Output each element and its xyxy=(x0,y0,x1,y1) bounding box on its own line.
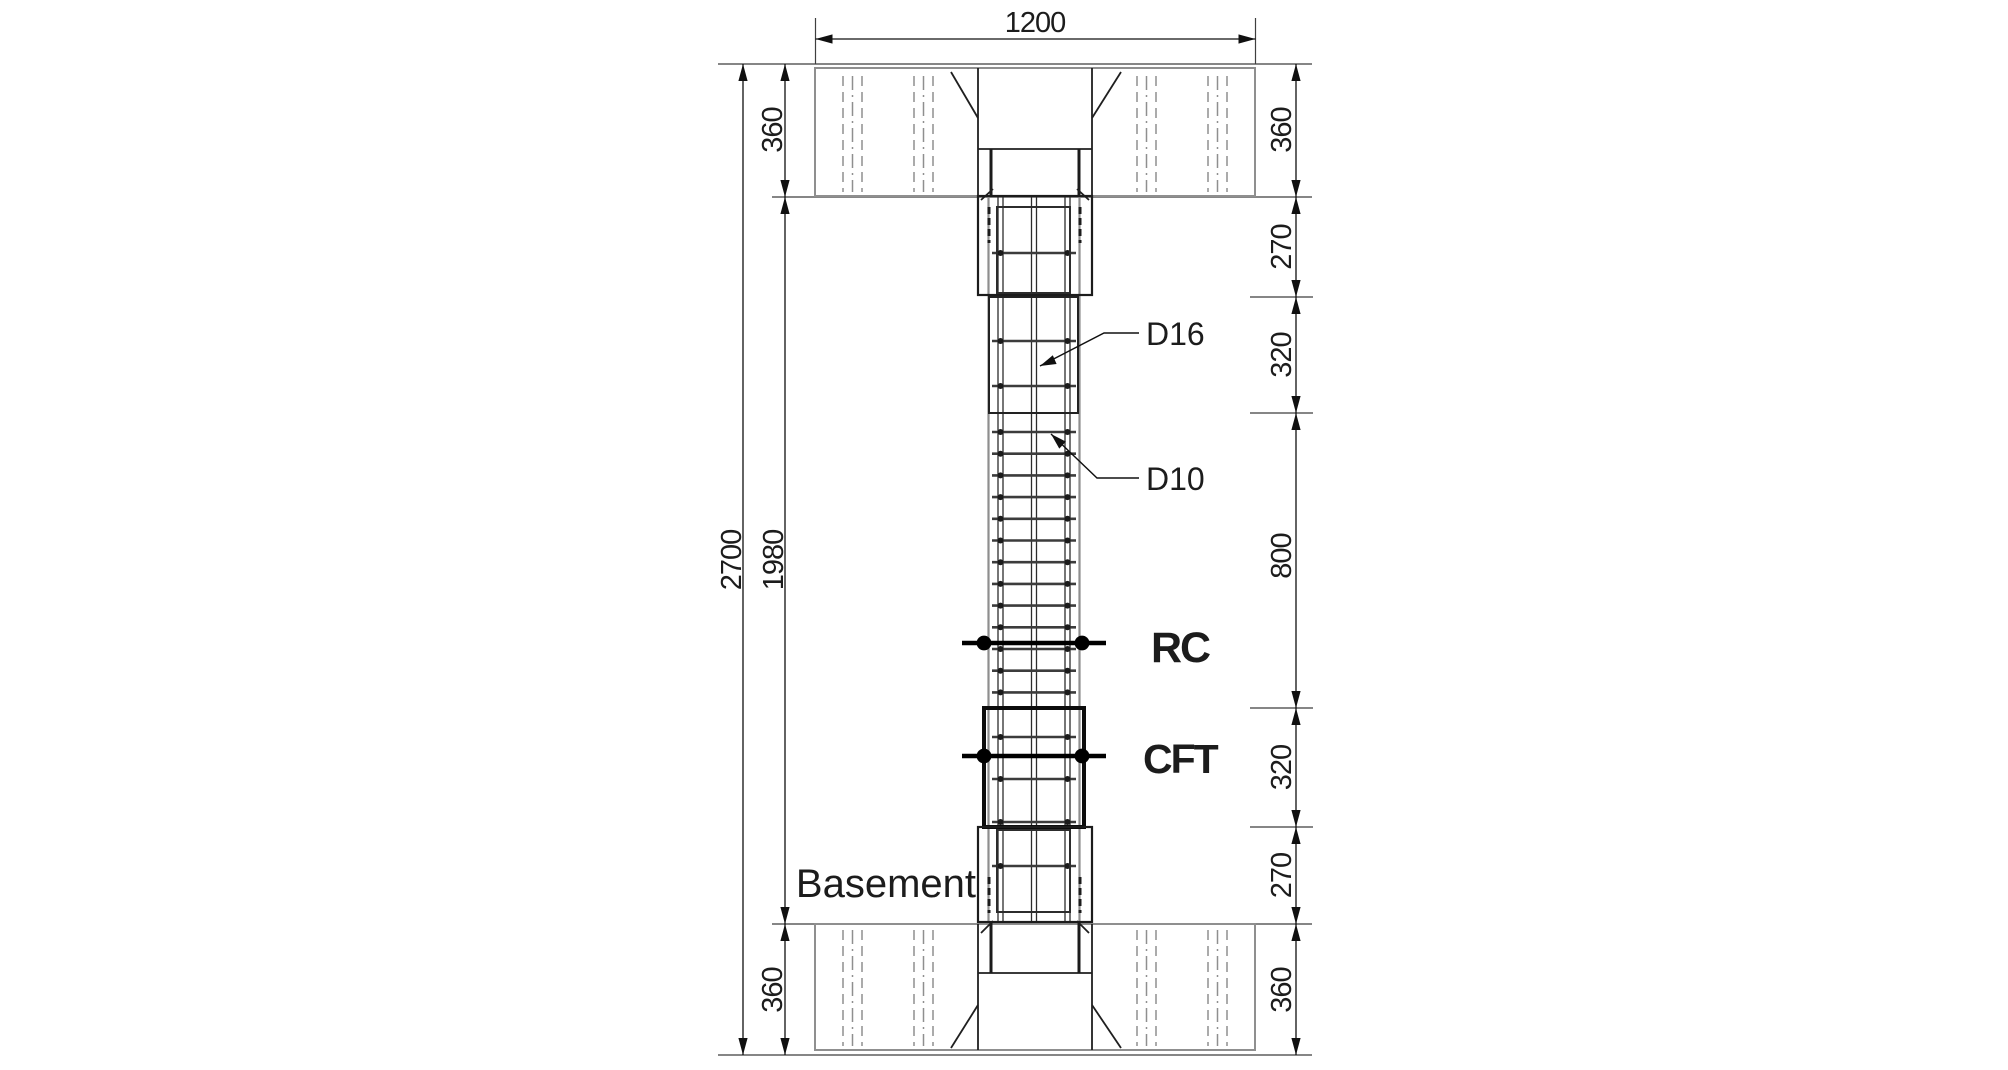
top-collar xyxy=(976,194,1094,297)
hoop-end-dot xyxy=(997,689,1004,696)
steel-tube-cft-segment xyxy=(982,706,1086,829)
dimension-overall-height: 2700 xyxy=(716,64,748,1055)
column xyxy=(976,194,1094,924)
hoop-end-dot xyxy=(997,624,1004,631)
hoop-end-dot xyxy=(1064,338,1071,344)
dimension-right-chain: 360 270 320 800 320 270 360 xyxy=(1266,64,1301,1055)
hoop-end-dot xyxy=(997,338,1004,344)
hoop-end-dot xyxy=(1064,494,1071,501)
hoop-end-dot xyxy=(1064,429,1071,435)
hoop-end-dot xyxy=(1064,383,1071,389)
hoop-end-dot xyxy=(997,776,1004,782)
dim-clear-height-label: 1980 xyxy=(758,530,790,591)
hoop-end-dot xyxy=(997,450,1004,457)
hoop-end-dot xyxy=(997,646,1004,652)
bottom-collar xyxy=(976,825,1094,924)
hoop-end-dot xyxy=(1064,776,1071,782)
rc-label: RC xyxy=(1151,624,1210,672)
dimension-left-footing-bottom: 360 xyxy=(757,924,790,1055)
top-footing-pocket xyxy=(950,68,1122,201)
dimension-clear-height: 1980 xyxy=(758,197,790,924)
dim-right-800-label: 800 xyxy=(1266,533,1298,578)
dim-right-320-bottom-label: 320 xyxy=(1266,745,1298,790)
top-footing-rebar-dashed xyxy=(842,76,1228,192)
d10-callout: D10 xyxy=(1050,433,1205,497)
hoop-end-dot xyxy=(997,250,1004,256)
d16-label: D16 xyxy=(1146,316,1205,352)
hoop-end-dot xyxy=(997,429,1004,435)
dimension-left-footing-top: 360 xyxy=(757,64,790,197)
hoop-end-dot xyxy=(1064,646,1071,652)
upper-rc-segment-outline xyxy=(988,296,1079,414)
rc-pin xyxy=(962,635,1106,651)
hoop-end-dot xyxy=(997,863,1004,869)
dim-right-270-top-label: 270 xyxy=(1266,224,1298,269)
hoop-end-dot xyxy=(1064,624,1071,631)
hoop-end-dot xyxy=(997,515,1004,522)
hoop-end-dot xyxy=(997,383,1004,389)
dim-right-360-bottom-label: 360 xyxy=(1266,967,1298,1012)
hoop-end-dot xyxy=(997,734,1004,740)
longitudinal-bars xyxy=(997,197,1071,923)
hoop-end-dot xyxy=(997,472,1004,479)
bottom-footing-rebar-dashed xyxy=(842,930,1228,1046)
hoop-end-dot xyxy=(997,537,1004,544)
cft-label: CFT xyxy=(1143,736,1219,782)
hoop-end-dot xyxy=(1064,580,1071,587)
hoop-end-dot xyxy=(1064,667,1071,674)
dim-overall-height-label: 2700 xyxy=(716,530,748,591)
hoop-end-dot xyxy=(997,559,1004,566)
hoop-end-dot xyxy=(1064,689,1071,696)
hoop-end-dot xyxy=(997,602,1004,609)
dim-right-270-bottom-label: 270 xyxy=(1266,853,1298,898)
d10-label: D10 xyxy=(1146,461,1205,497)
hoop-end-dot xyxy=(997,494,1004,501)
dim-left-footing-top-label: 360 xyxy=(757,107,789,152)
hoop-end-dot xyxy=(1064,515,1071,522)
dim-top-width-label: 1200 xyxy=(1005,7,1066,39)
dim-left-footing-bottom-label: 360 xyxy=(757,967,789,1012)
cft-pin xyxy=(962,748,1106,764)
top-footing xyxy=(814,67,1256,201)
hoop-end-dot xyxy=(997,667,1004,674)
bottom-footing xyxy=(814,920,1256,1051)
hoop-end-dot xyxy=(1064,602,1071,609)
hoop-end-dot xyxy=(1064,734,1071,740)
hoop-end-dot xyxy=(1064,537,1071,544)
bottom-footing-pocket xyxy=(950,920,1122,1050)
d16-callout: D16 xyxy=(1039,316,1205,367)
dim-right-360-top-label: 360 xyxy=(1266,107,1298,152)
dimension-top-width: 1200 xyxy=(815,7,1256,44)
hoop-end-dot xyxy=(1064,450,1071,457)
basement-label: Basement xyxy=(796,862,976,906)
dim-right-320-top-label: 320 xyxy=(1266,332,1298,377)
hoop-end-dot xyxy=(997,819,1004,825)
hoop-end-dot xyxy=(1064,472,1071,479)
hoop-end-dot xyxy=(1064,819,1071,825)
hoop-end-dot xyxy=(1064,559,1071,566)
hoops xyxy=(992,250,1076,869)
hoop-end-dot xyxy=(997,580,1004,587)
